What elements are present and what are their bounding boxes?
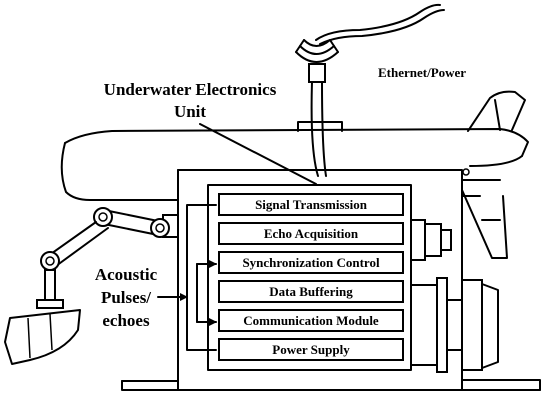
signal-bracket bbox=[186, 204, 217, 351]
labels: Underwater Electronics Unit Ethernet/Pow… bbox=[95, 65, 466, 330]
title-line-1: Underwater Electronics bbox=[104, 80, 277, 99]
acoustic-line-3: echoes bbox=[102, 311, 150, 330]
ethernet-power-label: Ethernet/Power bbox=[378, 65, 466, 80]
module-label: Communication Module bbox=[243, 313, 379, 328]
title-pointer-line bbox=[199, 123, 317, 185]
module-box: Power Supply bbox=[218, 338, 404, 361]
module-box-frame bbox=[218, 222, 404, 245]
ethernet-cable bbox=[295, 3, 445, 177]
acoustic-line-1: Acoustic bbox=[95, 265, 158, 284]
module-box-frame bbox=[218, 280, 404, 303]
module-box: Synchronization Control bbox=[218, 251, 404, 274]
right-connectors bbox=[410, 219, 499, 373]
module-label: Power Supply bbox=[272, 342, 350, 357]
module-box: Data Buffering bbox=[218, 280, 404, 303]
module-box: Signal Transmission bbox=[218, 193, 404, 216]
module-label: Echo Acquisition bbox=[264, 226, 359, 241]
module-label: Synchronization Control bbox=[242, 255, 380, 270]
module-box-frame bbox=[218, 251, 404, 274]
module-box-frame bbox=[218, 193, 404, 216]
robotic-arm bbox=[4, 207, 179, 365]
module-box: Echo Acquisition bbox=[218, 222, 404, 245]
module-box-frame bbox=[218, 309, 404, 332]
module-label: Data Buffering bbox=[269, 284, 353, 299]
module-box-frame bbox=[218, 338, 404, 361]
module-box: Communication Module bbox=[218, 309, 404, 332]
module-label: Signal Transmission bbox=[255, 197, 368, 212]
vehicle-hull bbox=[60, 90, 529, 259]
acoustic-line-2: Pulses/ bbox=[101, 288, 151, 307]
title-line-2: Unit bbox=[174, 102, 206, 121]
